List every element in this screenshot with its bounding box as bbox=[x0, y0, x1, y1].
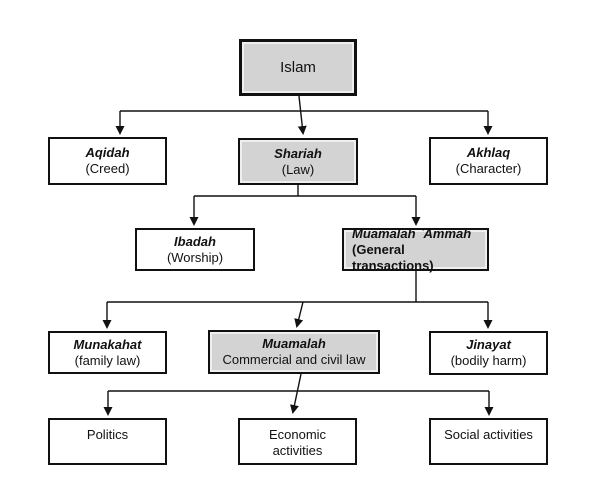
node-economic-line1: Economic bbox=[268, 427, 327, 442]
node-ibadah-term: Ibadah bbox=[174, 233, 216, 249]
node-islam: Islam bbox=[239, 39, 357, 96]
node-shariah-gloss: (Law) bbox=[281, 161, 315, 177]
node-aqidah-gloss: (Creed) bbox=[85, 161, 130, 176]
node-akhlaq-term: Akhlaq bbox=[466, 145, 511, 160]
node-muamalah-gloss: Commercial and civil law bbox=[222, 352, 366, 367]
node-munakahat-gloss: (family law) bbox=[74, 352, 141, 368]
node-economic-activities: Economic activities bbox=[238, 418, 357, 465]
node-jinayat: Jinayat (bodily harm) bbox=[429, 331, 548, 375]
node-akhlaq: Akhlaq (Character) bbox=[429, 137, 548, 185]
node-shariah: Shariah (Law) bbox=[238, 138, 358, 185]
node-jinayat-term: Jinayat bbox=[466, 337, 511, 352]
node-ibadah-gloss: (Worship) bbox=[166, 249, 224, 265]
node-muamalah: Muamalah Commercial and civil law bbox=[208, 330, 380, 374]
node-ibadah: Ibadah (Worship) bbox=[135, 228, 255, 271]
edge-muamalah-economic bbox=[290, 373, 302, 414]
node-aqidah: Aqidah (Creed) bbox=[48, 137, 167, 185]
node-islam-label: Islam bbox=[280, 58, 316, 76]
node-economic-line2: activities bbox=[272, 443, 323, 458]
node-munakahat: Munakahat (family law) bbox=[48, 331, 167, 374]
node-akhlaq-gloss: (Character) bbox=[455, 161, 522, 176]
node-politics: Politics bbox=[48, 418, 167, 465]
node-aqidah-term: Aqidah bbox=[85, 145, 130, 160]
node-muamalah-term: Muamalah bbox=[262, 336, 326, 351]
node-jinayat-gloss: (bodily harm) bbox=[450, 353, 527, 368]
edge-ammah-muamalah bbox=[294, 301, 304, 328]
node-muamalah-ammah-gloss: (General transactions) bbox=[352, 241, 434, 273]
node-munakahat-term: Munakahat bbox=[73, 336, 142, 352]
node-politics-label: Politics bbox=[86, 427, 129, 442]
node-muamalah-ammah: Muamalah `Ammah (General transactions) bbox=[342, 225, 489, 273]
node-muamalah-ammah-term: Muamalah `Ammah bbox=[352, 225, 472, 241]
node-shariah-term: Shariah bbox=[274, 145, 322, 161]
node-social-activities: Social activities bbox=[429, 418, 548, 465]
edge-islam-shariah bbox=[297, 95, 307, 135]
node-social-label: Social activities bbox=[444, 427, 533, 442]
